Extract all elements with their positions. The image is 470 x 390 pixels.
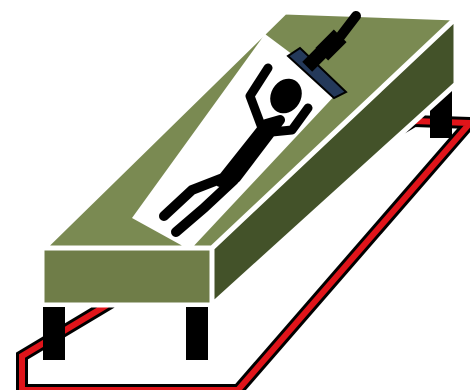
front-right-leg	[186, 307, 208, 360]
probe-device-icon	[286, 11, 361, 100]
sensor-plate	[286, 46, 348, 100]
front-left-leg	[43, 307, 65, 360]
patient-left-arm	[245, 63, 273, 133]
patient-left-leg	[159, 171, 233, 221]
device-rod	[325, 11, 361, 55]
device-mount	[302, 46, 328, 72]
person-lying-supine-icon	[159, 63, 313, 237]
patient-right-arm	[267, 103, 313, 137]
patient-right-leg	[171, 175, 239, 237]
patient-head	[270, 78, 302, 114]
table-front-face	[39, 245, 215, 308]
front-legs	[43, 307, 208, 360]
